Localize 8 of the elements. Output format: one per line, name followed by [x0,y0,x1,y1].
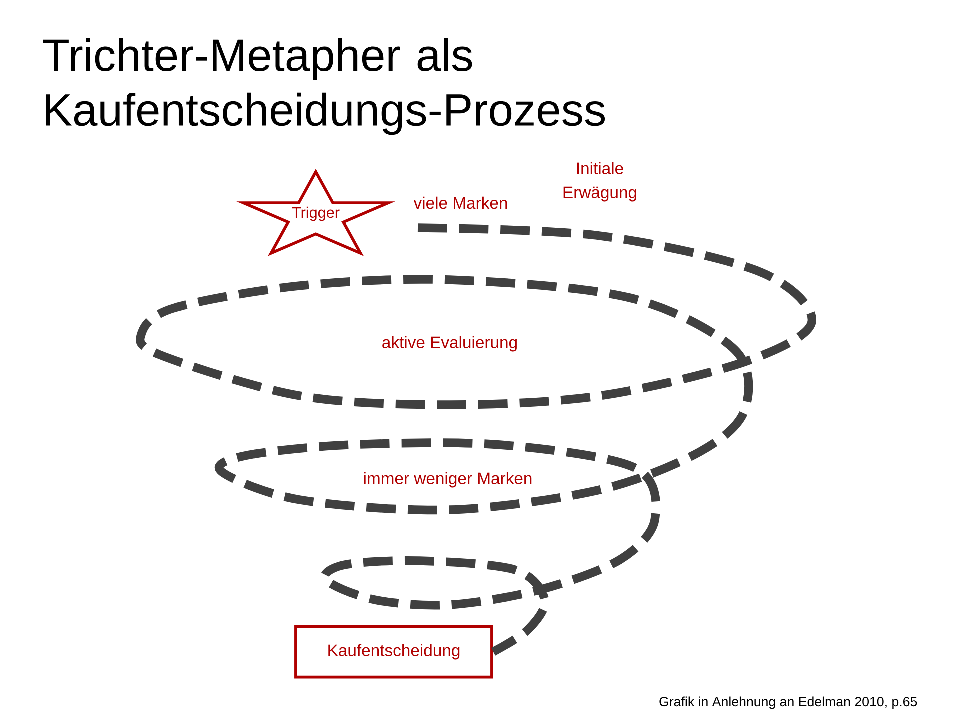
decision-box: Kaufentscheidung [294,625,494,679]
stage-label: Initiale Erwägung [564,162,636,202]
source-note: Grafik in Anlehnung an Edelman 2010, p.65 [660,696,918,710]
stage-label: immer weniger Marken [364,472,532,488]
title: Trichter-Metapher als Kaufentscheidungs-Prozess [43,38,606,136]
stage-label: aktive Evaluierung [382,336,517,352]
stage-label: viele Marken [414,196,508,210]
funnel-spiral [138,224,816,656]
